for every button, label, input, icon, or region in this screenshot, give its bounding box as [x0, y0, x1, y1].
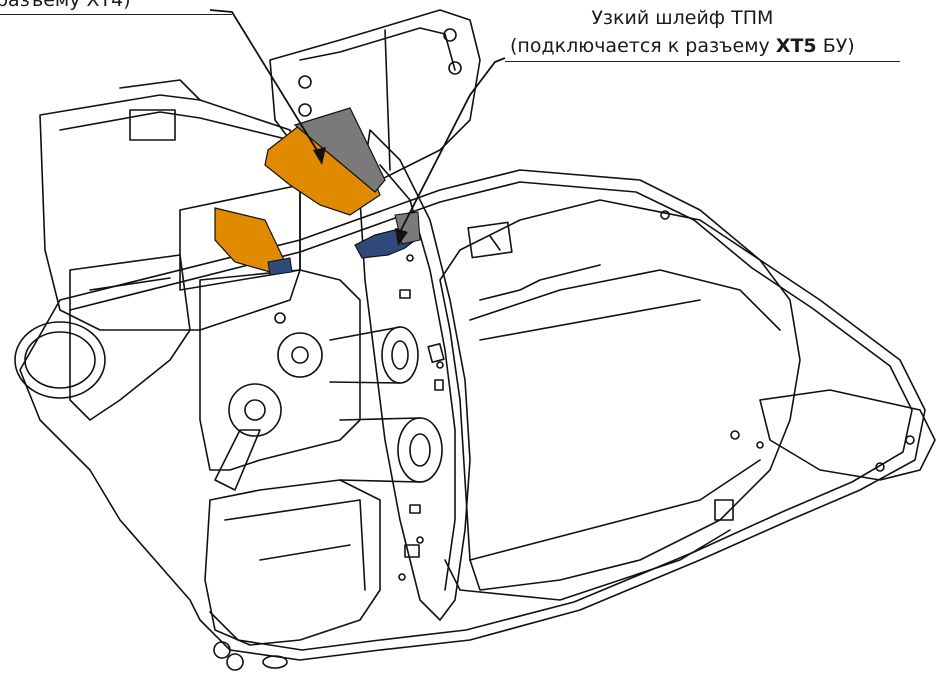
callout-narrow-cable-note: (подключается к разъему XT5 БУ)	[510, 35, 855, 57]
callout-left-rule	[0, 14, 232, 15]
leader-line-left	[209, 9, 319, 153]
callout-narrow-cable-title: Узкий шлейф ТПМ	[591, 7, 774, 29]
wide-ribbon-cable	[214, 107, 386, 276]
print-head-block	[39, 94, 301, 331]
cutter-unit	[204, 479, 381, 646]
connector-label-xt5: XT5	[775, 35, 817, 57]
arrowhead-left	[313, 147, 326, 165]
control-board	[359, 129, 471, 621]
narrow-ribbon-cable	[354, 211, 421, 259]
arrowhead-right	[395, 228, 408, 246]
base-plate	[19, 169, 926, 661]
callout-narrow-cable: Узкий шлейф ТПМ (подключается к разъему …	[510, 4, 855, 60]
leader-line-right	[399, 57, 506, 233]
callout-wide-cable: разъему ХТ4)	[0, 0, 131, 14]
callout-right-rule	[505, 61, 900, 62]
motor-housing	[439, 199, 801, 591]
callout-wide-cable-text: разъему ХТ4)	[0, 0, 131, 11]
side-frame	[199, 269, 361, 471]
